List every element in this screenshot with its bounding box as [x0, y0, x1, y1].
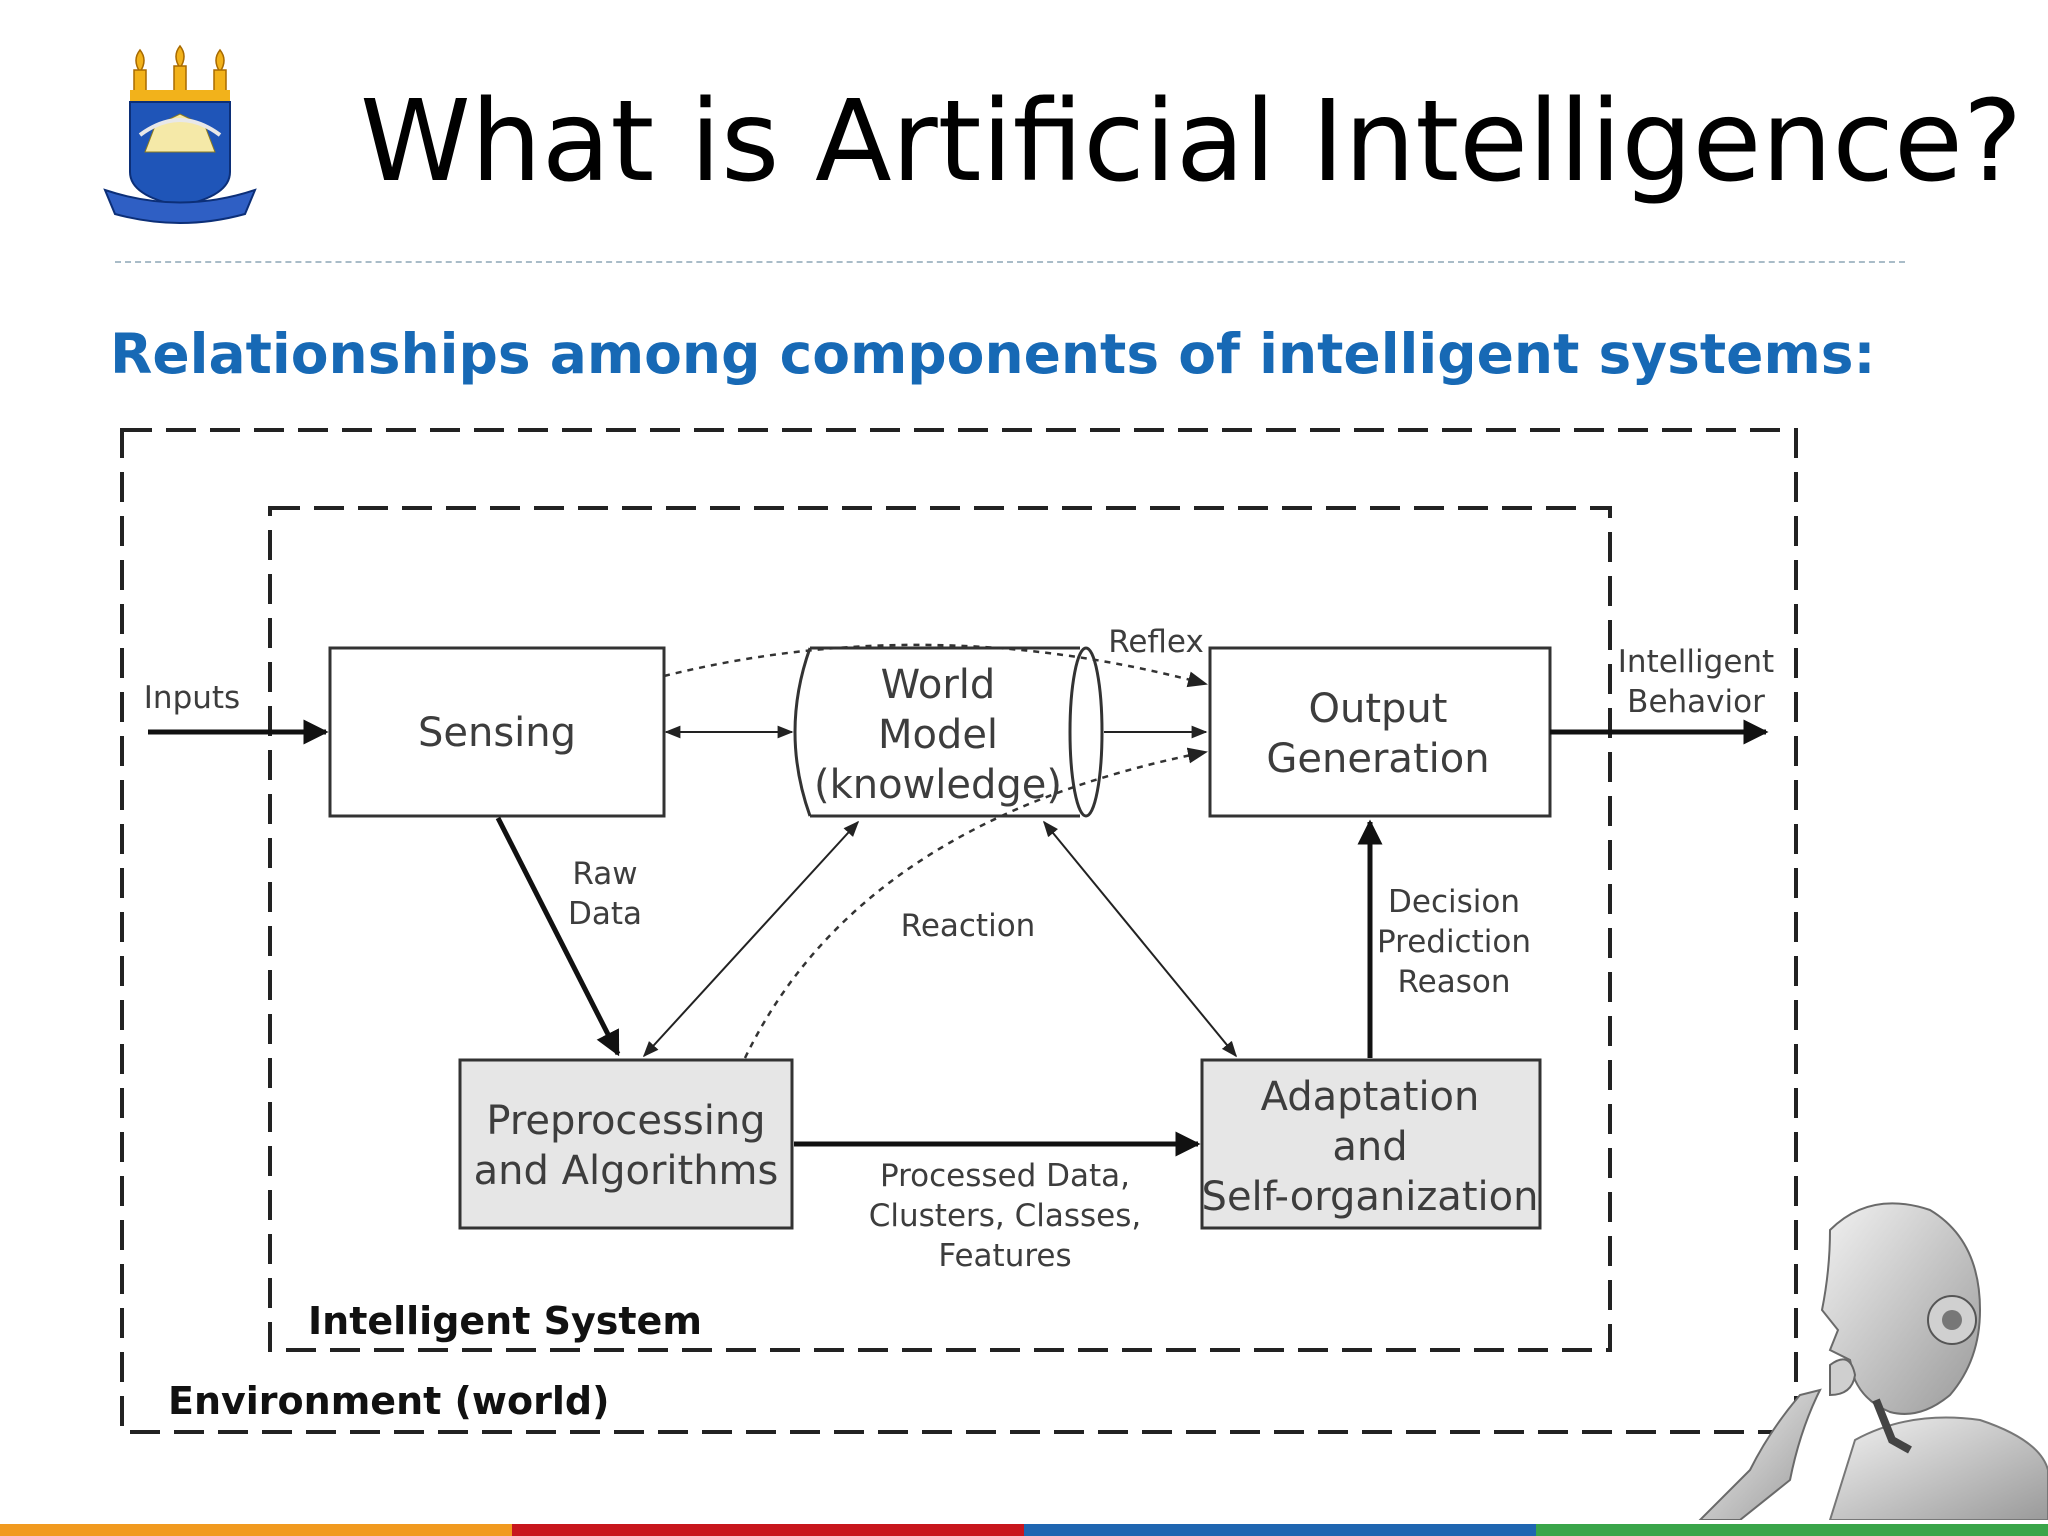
adaptation-label-2: and [1332, 1124, 1407, 1170]
reaction-label: Reaction [901, 908, 1036, 944]
raw-data-label-2: Data [568, 896, 642, 932]
footer-stripe-blue [1024, 1524, 1536, 1536]
output-box [1208, 646, 1552, 818]
world-model-cylinder [793, 646, 1104, 818]
reflex-label: Reflex [1108, 624, 1204, 660]
thinking-robot-icon [1698, 1202, 2048, 1520]
system-boundary [268, 506, 1612, 1352]
adaptation-label-1: Adaptation [1261, 1074, 1480, 1120]
environment-boundary [120, 428, 1798, 1434]
adaptation-label-3: Self-organization [1202, 1174, 1539, 1220]
reflex-arrow [663, 643, 1208, 688]
behavior-label-2: Behavior [1627, 684, 1765, 720]
output-label-1: Output [1309, 686, 1448, 732]
footer-stripe-green [1536, 1524, 2048, 1536]
raw-data-arrow [495, 816, 621, 1057]
environment-label: Environment (world) [168, 1379, 609, 1423]
behavior-label-1: Intelligent [1618, 644, 1774, 680]
adaptation-box [1200, 1058, 1542, 1230]
preprocessing-label-2: and Algorithms [474, 1148, 779, 1194]
world-model-label-3: (knowledge) [814, 762, 1062, 808]
inputs-label: Inputs [144, 680, 240, 716]
university-crest-icon [103, 44, 257, 224]
system-label: Intelligent System [308, 1299, 702, 1343]
processed-label-1: Processed Data, [880, 1158, 1130, 1194]
world-model-label-1: World [881, 662, 996, 708]
footer-stripe-red [512, 1524, 1024, 1536]
decision-label-3: Reason [1398, 964, 1511, 1000]
slide-title: What is Artificial Intelligence? [360, 77, 2023, 207]
footer-stripe-orange [0, 1524, 512, 1536]
title-divider [115, 261, 1905, 263]
decision-label-1: Decision [1388, 884, 1520, 920]
preprocessing-box [458, 1058, 794, 1230]
sensing-label: Sensing [418, 710, 576, 756]
processed-label-2: Clusters, Classes, [869, 1198, 1142, 1234]
world-model-label-2: Model [878, 712, 998, 758]
preprocessing-label-1: Preprocessing [486, 1098, 765, 1144]
decision-label-2: Prediction [1377, 924, 1531, 960]
processed-label-3: Features [938, 1238, 1071, 1274]
output-label-2: Generation [1266, 736, 1489, 782]
preprocessing-model-arrow [642, 820, 860, 1058]
sensing-box [328, 646, 666, 818]
raw-data-label-1: Raw [572, 856, 637, 892]
model-adaptation-arrow [1042, 820, 1238, 1058]
slide-subtitle: Relationships among components of intell… [110, 322, 1876, 386]
